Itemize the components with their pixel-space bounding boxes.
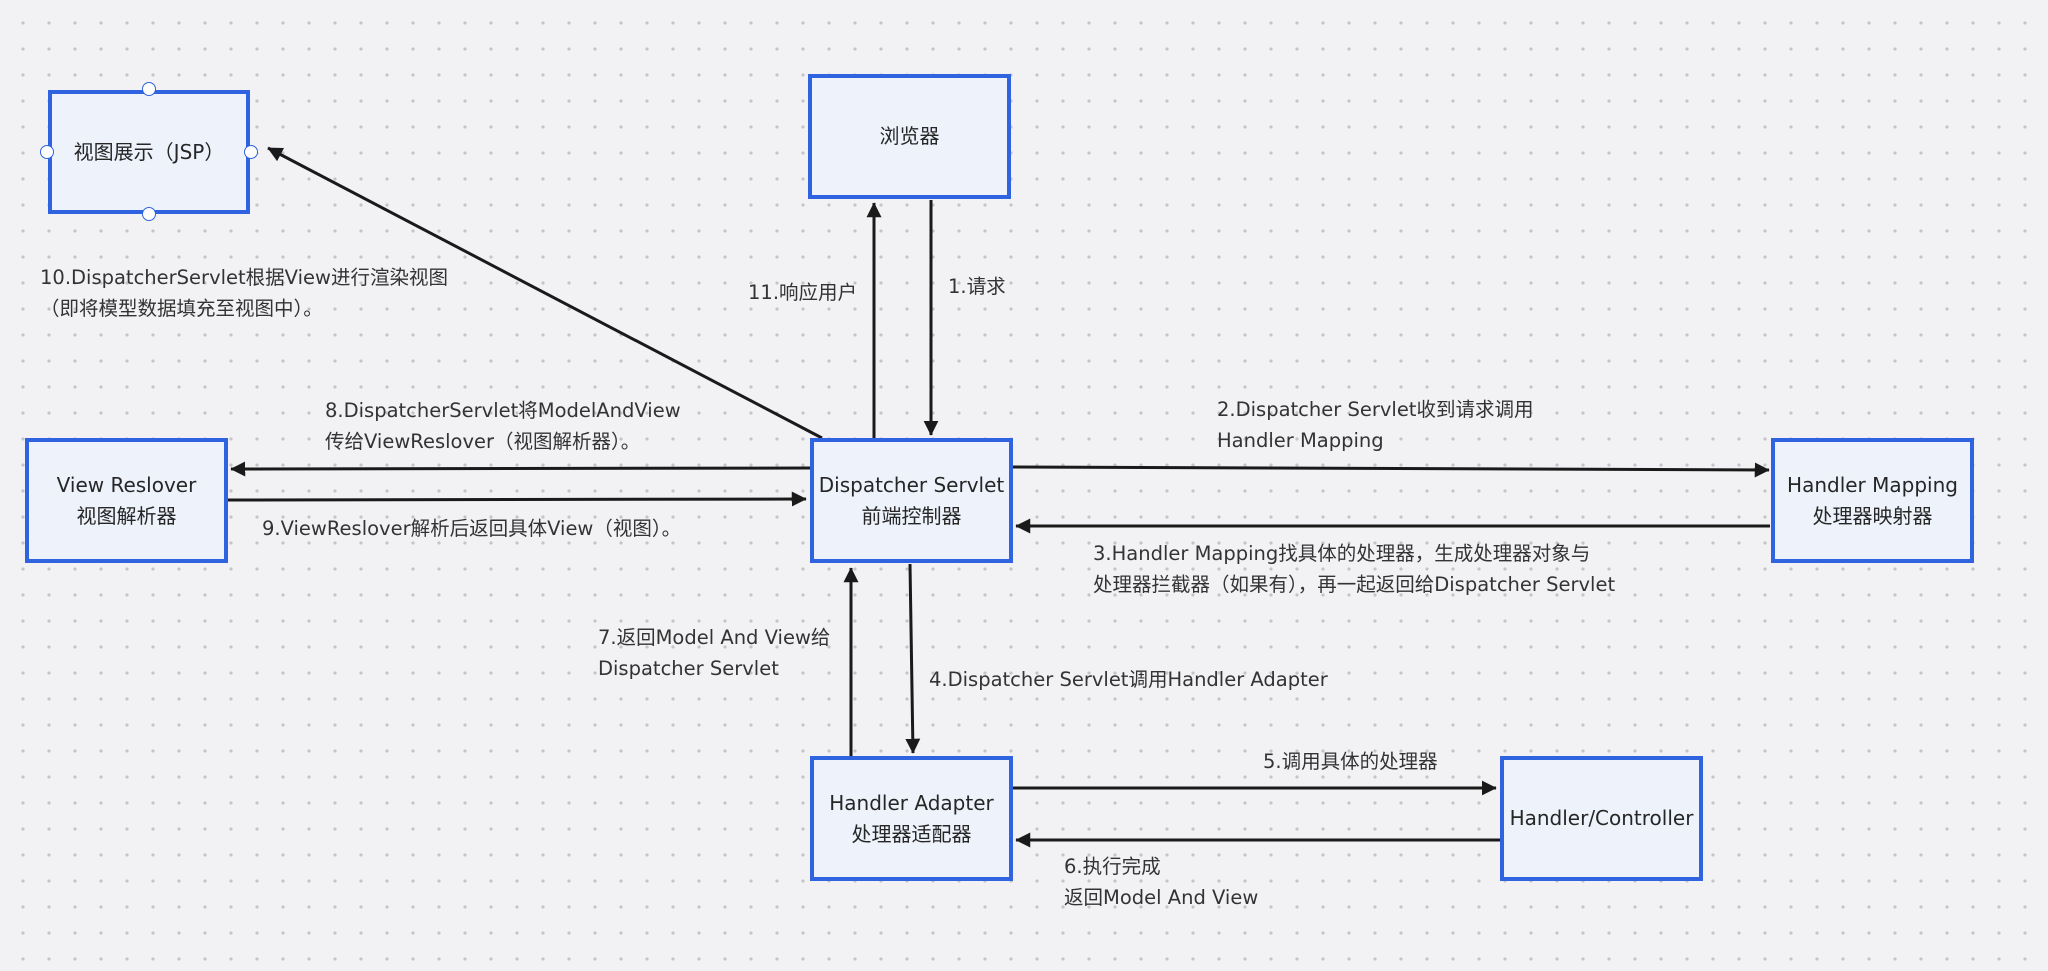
arrow-render-view xyxy=(267,146,823,440)
view-resolver-node[interactable]: View Reslover 视图解析器 xyxy=(25,438,228,563)
step5-label: 5.调用具体的处理器 xyxy=(1263,750,1438,773)
left-connector-handle[interactable] xyxy=(40,145,54,159)
handler-adapter-subtitle: 处理器适配器 xyxy=(851,821,972,846)
step6-label: 6.执行完成 返回Model And View xyxy=(1064,855,1259,909)
jsp-view-label: 视图展示（JSP） xyxy=(73,139,225,164)
dispatcher-servlet-node[interactable]: Dispatcher Servlet 前端控制器 xyxy=(810,438,1013,563)
step1-label: 1.请求 xyxy=(948,275,1006,298)
handler-adapter-title: Handler Adapter xyxy=(829,790,994,815)
arrow-dispatcher-to-resolver xyxy=(230,461,811,477)
step10-label: 10.DispatcherServlet根据View进行渲染视图 （即将模型数据… xyxy=(40,266,448,320)
step2-label: 2.Dispatcher Servlet收到请求调用 Handler Mappi… xyxy=(1217,398,1534,452)
handler-mapping-subtitle: 处理器映射器 xyxy=(1812,503,1933,528)
browser-label: 浏览器 xyxy=(879,124,940,148)
step8-label: 8.DispatcherServlet将ModelAndView 传给ViewR… xyxy=(325,399,681,453)
dispatcher-servlet-title: Dispatcher Servlet xyxy=(818,472,1005,497)
step7-label: 7.返回Model And View给 Dispatcher Servlet xyxy=(598,626,831,680)
view-resolver-title: View Reslover xyxy=(56,472,197,497)
browser-node[interactable]: 浏览器 xyxy=(808,74,1011,199)
handler-controller-label: Handler/Controller xyxy=(1509,806,1694,830)
arrow-resolver-to-dispatcher xyxy=(227,491,807,507)
jsp-view-node[interactable]: 视图展示（JSP） xyxy=(48,90,250,214)
step3-label: 3.Handler Mapping找具体的处理器，生成处理器对象与 处理器拦截器… xyxy=(1093,542,1616,596)
top-connector-handle[interactable] xyxy=(142,82,156,96)
step9-label: 9.ViewReslover解析后返回具体View（视图）。 xyxy=(262,517,682,540)
step11-label: 11.响应用户 xyxy=(748,281,858,304)
dispatcher-servlet-subtitle: 前端控制器 xyxy=(861,503,962,528)
handler-mapping-node[interactable]: Handler Mapping 处理器映射器 xyxy=(1771,438,1974,563)
handler-mapping-title: Handler Mapping xyxy=(1787,472,1958,497)
handler-adapter-node[interactable]: Handler Adapter 处理器适配器 xyxy=(810,756,1013,881)
arrow-dispatcher-to-adapter xyxy=(905,563,921,754)
arrow-dispatcher-to-mapping xyxy=(1011,462,1770,478)
step4-label: 4.Dispatcher Servlet调用Handler Adapter xyxy=(929,668,1328,691)
handler-controller-node[interactable]: Handler/Controller xyxy=(1500,756,1703,881)
view-resolver-subtitle: 视图解析器 xyxy=(76,503,177,528)
bottom-connector-handle[interactable] xyxy=(142,207,156,221)
right-connector-handle[interactable] xyxy=(244,145,258,159)
